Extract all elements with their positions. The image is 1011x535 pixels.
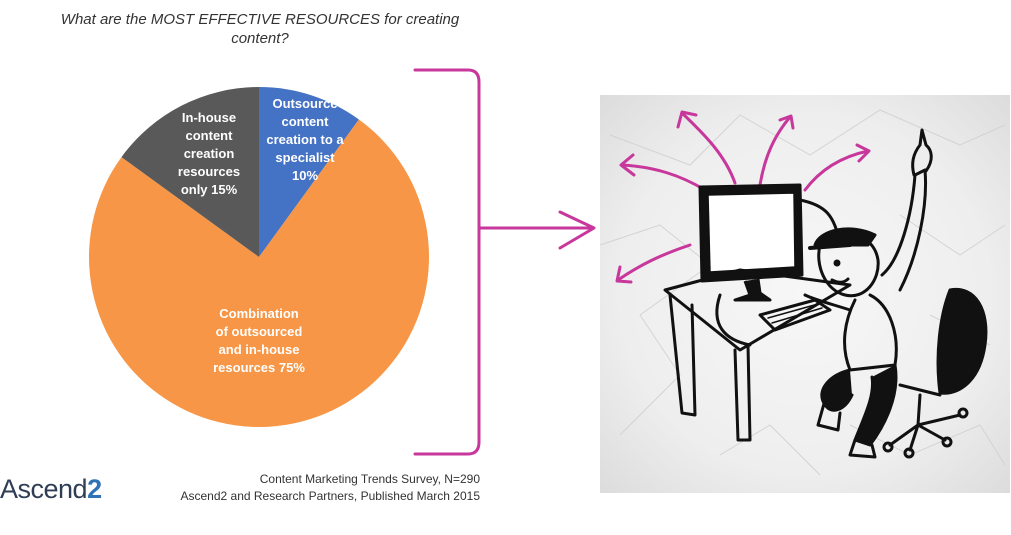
ascend2-logo: Ascend2	[0, 474, 102, 504]
pie-slices	[88, 87, 429, 427]
pie-slice-0	[259, 87, 359, 257]
pie-slice-1	[88, 119, 429, 427]
person-at-computer-illustration	[600, 95, 1010, 493]
pie-slice-2	[121, 87, 260, 257]
bracket-shape	[413, 68, 481, 456]
arrow-icon	[477, 210, 596, 250]
source-line-2: Ascend2 and Research Partners, Published…	[180, 489, 480, 503]
source-note: Content Marketing Trends Survey, N=290 A…	[180, 471, 480, 505]
chart-title: What are the MOST EFFECTIVE RESOURCES fo…	[60, 11, 460, 47]
source-line-1: Content Marketing Trends Survey, N=290	[259, 472, 480, 486]
